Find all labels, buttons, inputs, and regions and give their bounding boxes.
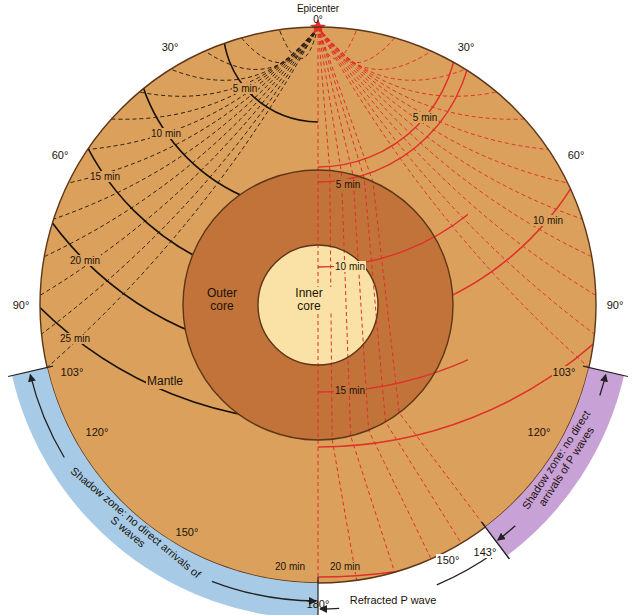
degree-label: 103° — [60, 366, 85, 378]
degree-label: 150° — [175, 526, 200, 538]
time-label: 15 min — [334, 385, 366, 396]
degree-label: 120° — [85, 426, 110, 438]
mantle-fill — [40, 27, 596, 583]
wave-label: Refracted P wave — [349, 594, 438, 606]
epicenter-label: Epicenter — [296, 3, 340, 14]
layer-label: Shadow zone: no direct arrivals of P wav… — [510, 393, 612, 532]
s-shadow-zone-band — [12, 368, 318, 615]
p-wave-ray — [318, 27, 497, 96]
zone-arrow — [30, 375, 64, 458]
s-wave-ray — [88, 27, 319, 150]
mantle-layer: Mantle Outer core Inner core — [40, 27, 596, 583]
s-wave-ray — [68, 27, 318, 183]
degree-label: 30° — [457, 41, 476, 53]
time-label: 5 min — [232, 83, 258, 94]
degree-label: 103° — [552, 366, 577, 378]
time-label: 20 min — [329, 561, 361, 572]
time-label: 25 min — [59, 333, 91, 344]
p-wave-ray — [318, 27, 525, 119]
s-wave-ray — [111, 27, 318, 119]
p-wavefront — [318, 0, 468, 267]
degree-label: 60° — [567, 149, 586, 161]
clip-group — [318, 0, 468, 577]
zone-arrow — [498, 526, 516, 540]
time-label: 20 min — [274, 561, 306, 572]
s-shadow-zone-outline — [0, 355, 320, 615]
degree-label: 90° — [606, 299, 625, 311]
p-wave-ray — [318, 27, 568, 183]
time-label: 5 min — [335, 179, 361, 190]
mantle-layer-border — [40, 27, 596, 583]
p-wave-ray — [318, 27, 465, 80]
p-wavefront — [318, 0, 468, 577]
degree-label: 180° — [306, 598, 331, 610]
s-wave-ray — [279, 27, 318, 59]
time-label: 15 min — [89, 171, 121, 182]
s-wave-ray — [171, 27, 318, 80]
degree-label: 90° — [12, 299, 31, 311]
inner-core-fill — [258, 245, 378, 365]
p-wave-core-ray — [318, 27, 485, 527]
s-wave-ray — [139, 27, 318, 96]
layer-label: Mantle — [146, 375, 184, 388]
layer-label: Inner core — [286, 287, 332, 313]
p-shadow-zone: Shadow zone: no direct arrivals of P wav… — [470, 355, 636, 560]
time-label: 10 min — [532, 215, 564, 226]
degree-label: 120° — [527, 426, 552, 438]
s-wavefront — [223, 0, 318, 122]
p-wavefront — [318, 0, 458, 167]
degree-label: 150° — [436, 554, 461, 566]
time-label: 5 min — [412, 112, 438, 123]
outer-core-layer-border — [183, 170, 453, 440]
time-label: 10 min — [334, 261, 366, 272]
degree-label: 30° — [161, 41, 180, 53]
p-wavefront — [318, 0, 468, 392]
degree-label: 143° — [473, 546, 498, 558]
degree-label: 0° — [312, 14, 324, 25]
s-shadow-zone: Shadow zone: no direct arrivals of S wav… — [0, 355, 320, 615]
layer-label: Outer core — [199, 287, 245, 313]
time-label: 20 min — [69, 255, 101, 266]
zone-arrow — [600, 375, 606, 396]
zone-arrow — [212, 581, 316, 601]
outer-core-layer: Outer core Inner core — [183, 170, 453, 440]
inner-core-layer-border — [258, 245, 378, 365]
degree-label: 60° — [51, 149, 70, 161]
p-shadow-zone-band — [485, 368, 624, 556]
time-label: 10 min — [150, 128, 182, 139]
